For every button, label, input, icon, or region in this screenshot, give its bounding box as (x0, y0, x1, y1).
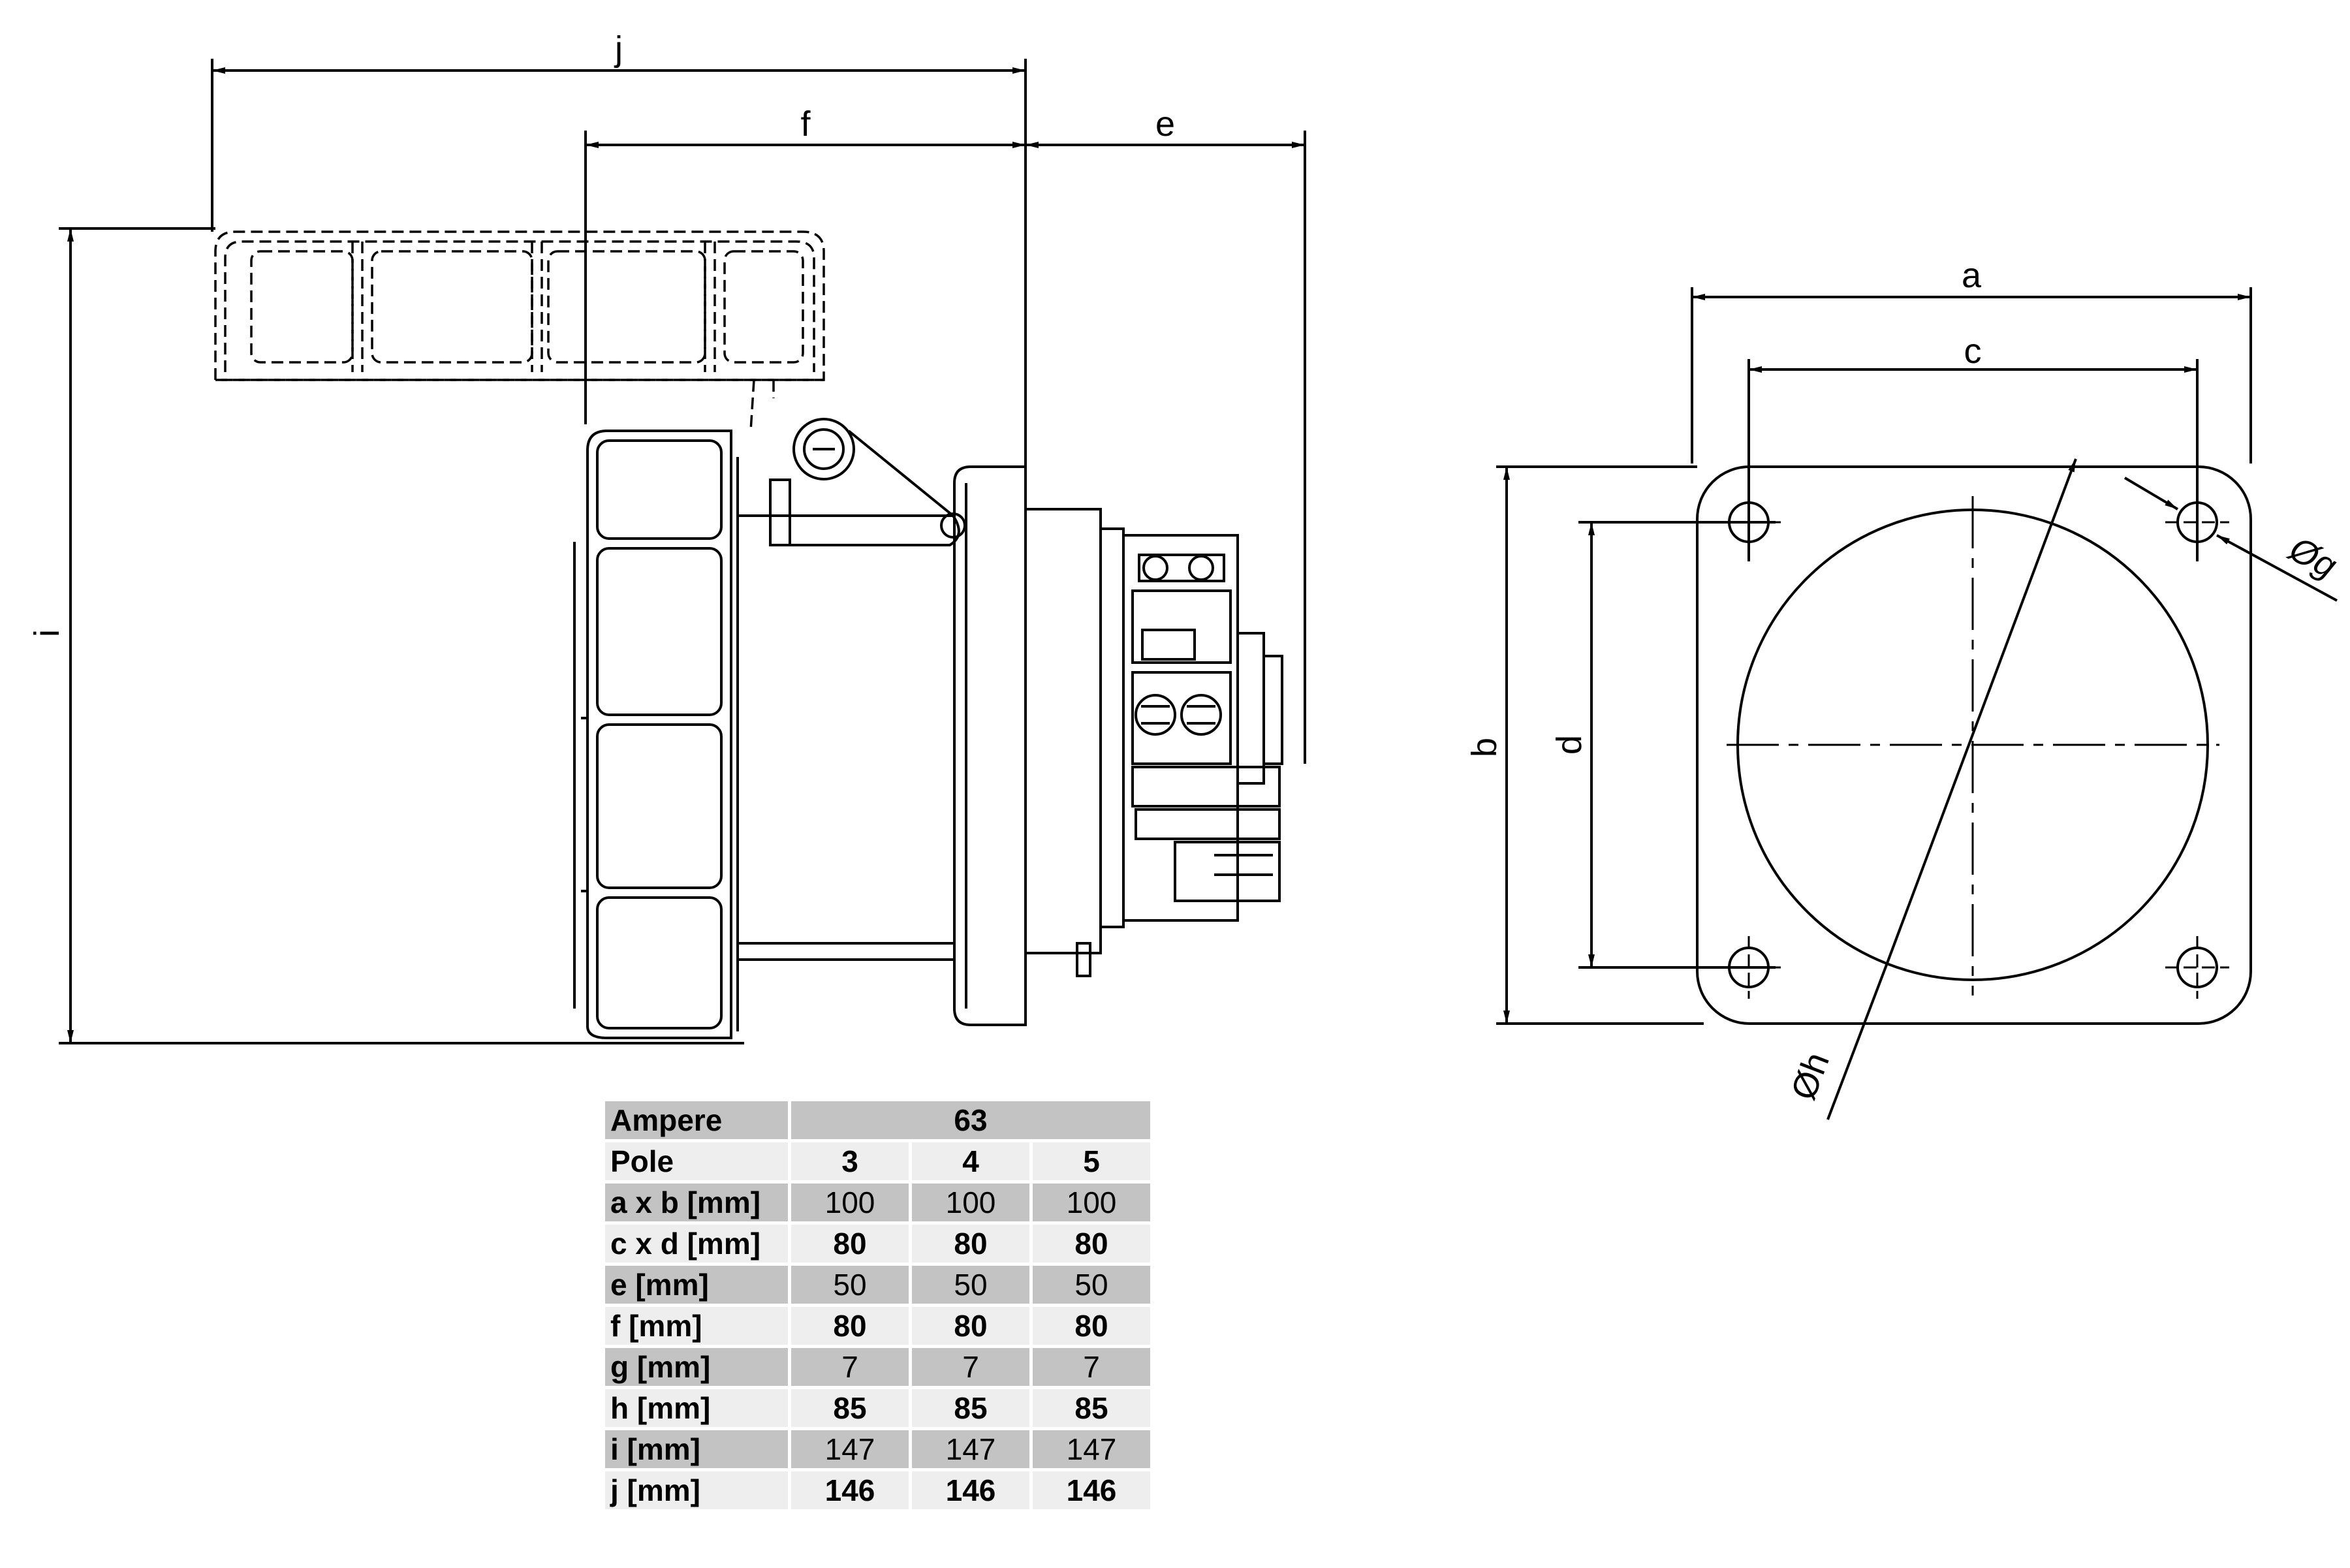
dimension-b: b (1465, 465, 1704, 1025)
table-row: e [mm] 50 50 50 (605, 1266, 1150, 1304)
dimension-f: f (584, 104, 1026, 424)
table-row: c x d [mm] 80 80 80 (605, 1225, 1150, 1262)
table-row-label: e [mm] (605, 1266, 788, 1304)
table-row-label: Pole (605, 1142, 788, 1180)
rear-body (1024, 508, 1125, 977)
table-row: a x b [mm] 100 100 100 (605, 1184, 1150, 1221)
mounting-flange (953, 465, 1027, 1026)
table-cell: 7 (791, 1348, 909, 1386)
table-cell: 100 (791, 1184, 909, 1221)
dimension-label-j: j (614, 29, 623, 69)
open-lid-dashed (214, 230, 825, 431)
dimension-label-c: c (1964, 332, 1982, 371)
terminal-block (1122, 534, 1283, 922)
table-row: i [mm] 147 147 147 (605, 1430, 1150, 1468)
side-view: j f e i (27, 29, 1306, 1044)
dimension-a: a (1691, 256, 2252, 463)
table-row-label: i [mm] (605, 1430, 788, 1468)
table-cell: 85 (912, 1389, 1029, 1427)
dimension-label-h: Øh (1783, 1047, 1837, 1105)
table-cell: 80 (791, 1307, 909, 1345)
table-row-label: j [mm] (605, 1471, 788, 1509)
dimension-label-f: f (800, 104, 811, 144)
mounting-holes (1717, 491, 2229, 999)
table-cell: 80 (1033, 1307, 1150, 1345)
table-cell: 85 (1033, 1389, 1150, 1427)
table-cell: 100 (1033, 1184, 1150, 1221)
table-row: j [mm] 146 146 146 (605, 1471, 1150, 1509)
table-row-label: a x b [mm] (605, 1184, 788, 1221)
table-cell: 147 (912, 1430, 1029, 1468)
table-cell: 50 (912, 1266, 1029, 1304)
dimension-label-e: e (1155, 104, 1175, 144)
table-row: f [mm] 80 80 80 (605, 1307, 1150, 1345)
table-cell: 146 (1033, 1471, 1150, 1509)
table-cell: 7 (912, 1348, 1029, 1386)
table-header-value: 63 (791, 1101, 1150, 1139)
housing-barrel (738, 514, 954, 961)
table-header-label: Ampere (605, 1101, 788, 1139)
table-cell: 4 (912, 1142, 1029, 1180)
table-row: g [mm] 7 7 7 (605, 1348, 1150, 1386)
table-row-label: c x d [mm] (605, 1225, 788, 1262)
dimension-label-i: i (27, 629, 67, 637)
table-row: Pole 3 4 5 (605, 1142, 1150, 1180)
table-cell: 146 (912, 1471, 1029, 1509)
table-row-label: g [mm] (605, 1348, 788, 1386)
table-cell: 80 (791, 1225, 909, 1262)
dimension-label-g: Øg (2282, 529, 2343, 586)
table-cell: 146 (791, 1471, 909, 1509)
dimension-h: Øh (1783, 458, 2077, 1120)
dimension-i: i (27, 227, 744, 1044)
front-view: a c b d (1465, 256, 2343, 1120)
table-cell: 85 (791, 1389, 909, 1427)
dimension-label-d: d (1550, 735, 1589, 755)
dimension-label-a: a (1962, 256, 1982, 295)
hinge (769, 418, 966, 546)
table-cell: 5 (1033, 1142, 1150, 1180)
table-cell: 147 (1033, 1430, 1150, 1468)
table-header-row: Ampere 63 (605, 1101, 1150, 1139)
table-row-label: h [mm] (605, 1389, 788, 1427)
dimension-g: Øg (2123, 477, 2343, 602)
table-cell: 100 (912, 1184, 1029, 1221)
housing-front-ring (573, 430, 739, 1039)
table-cell: 7 (1033, 1348, 1150, 1386)
table-cell: 80 (912, 1225, 1029, 1262)
mounting-plate (1696, 465, 2252, 1025)
table-cell: 50 (791, 1266, 909, 1304)
table-row-label: f [mm] (605, 1307, 788, 1345)
table-cell: 80 (1033, 1225, 1150, 1262)
table-cell: 50 (1033, 1266, 1150, 1304)
dimension-e: e (1026, 104, 1306, 764)
table-row: h [mm] 85 85 85 (605, 1389, 1150, 1427)
spec-table: Ampere 63 Pole 3 4 5 a x b [mm] 100 100 … (602, 1098, 1153, 1513)
center-lines (1727, 496, 2219, 996)
table-cell: 3 (791, 1142, 909, 1180)
table-cell: 147 (791, 1430, 909, 1468)
dimension-label-b: b (1465, 738, 1504, 757)
table-cell: 80 (912, 1307, 1029, 1345)
dimension-j: j (211, 29, 1027, 470)
